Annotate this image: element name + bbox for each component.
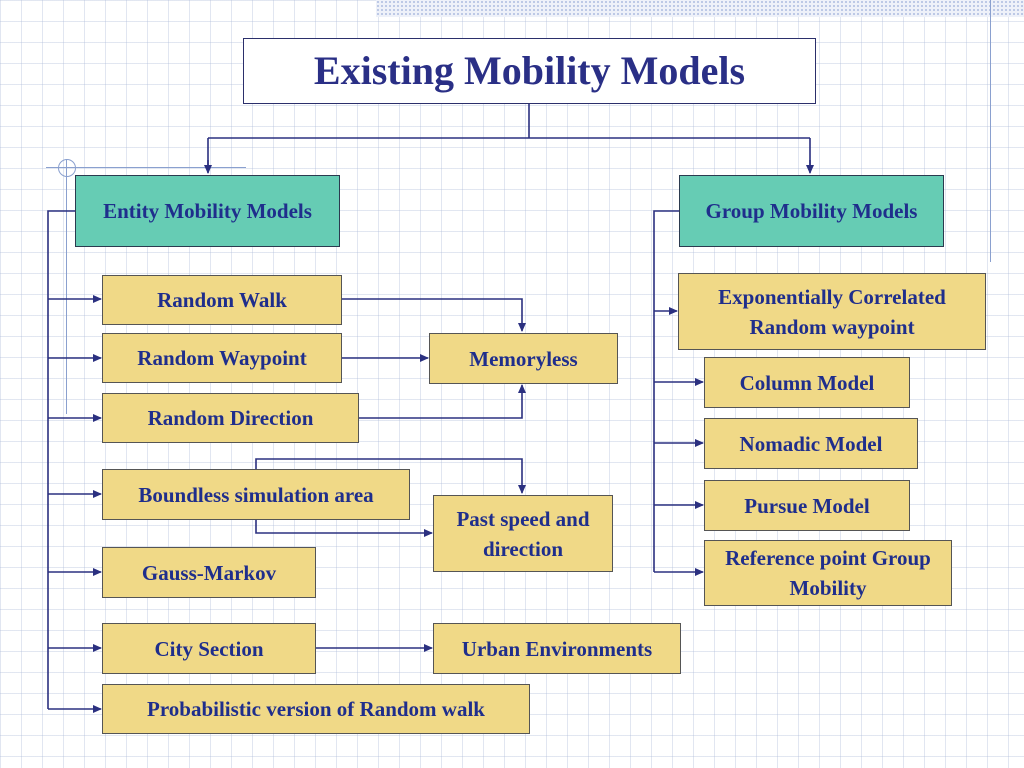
group-bracket xyxy=(653,210,679,572)
decorative-dotted-band xyxy=(376,0,1024,17)
nomadic-model-box: Nomadic Model xyxy=(704,418,918,469)
column-model-box: Column Model xyxy=(704,357,910,408)
boundless-to-past-speed-side xyxy=(255,520,433,537)
decorative-circle xyxy=(58,159,76,177)
random-direction-box: Random Direction xyxy=(102,393,359,443)
random-walk-to-memoryless xyxy=(342,298,526,332)
title-to-categories-connector xyxy=(207,104,811,172)
boundless-to-past-speed-top xyxy=(255,458,526,494)
random-direction-to-memoryless xyxy=(359,384,526,419)
decorative-stem-line xyxy=(66,159,67,414)
pursue-model-box: Pursue Model xyxy=(704,480,910,531)
city-section-box: City Section xyxy=(102,623,316,674)
boundless-simulation-area-box: Boundless simulation area xyxy=(102,469,410,520)
reference-point-group-mobility-box: Reference point Group Mobility xyxy=(704,540,952,606)
diagram-title: Existing Mobility Models xyxy=(243,38,816,104)
group-mobility-models-box: Group Mobility Models xyxy=(679,175,944,247)
urban-environments-box: Urban Environments xyxy=(433,623,681,674)
random-walk-box: Random Walk xyxy=(102,275,342,325)
past-speed-and-direction-box: Past speed and direction xyxy=(433,495,613,572)
memoryless-box: Memoryless xyxy=(429,333,618,384)
random-waypoint-box: Random Waypoint xyxy=(102,333,342,383)
probabilistic-random-walk-box: Probabilistic version of Random walk xyxy=(102,684,530,734)
gauss-markov-box: Gauss-Markov xyxy=(102,547,316,598)
exponentially-correlated-random-waypoint-box: Exponentially Correlated Random waypoint xyxy=(678,273,986,350)
decorative-vertical-line xyxy=(990,0,991,262)
entity-mobility-models-box: Entity Mobility Models xyxy=(75,175,340,247)
decorative-horizontal-line xyxy=(46,167,246,168)
entity-bracket xyxy=(47,210,75,709)
